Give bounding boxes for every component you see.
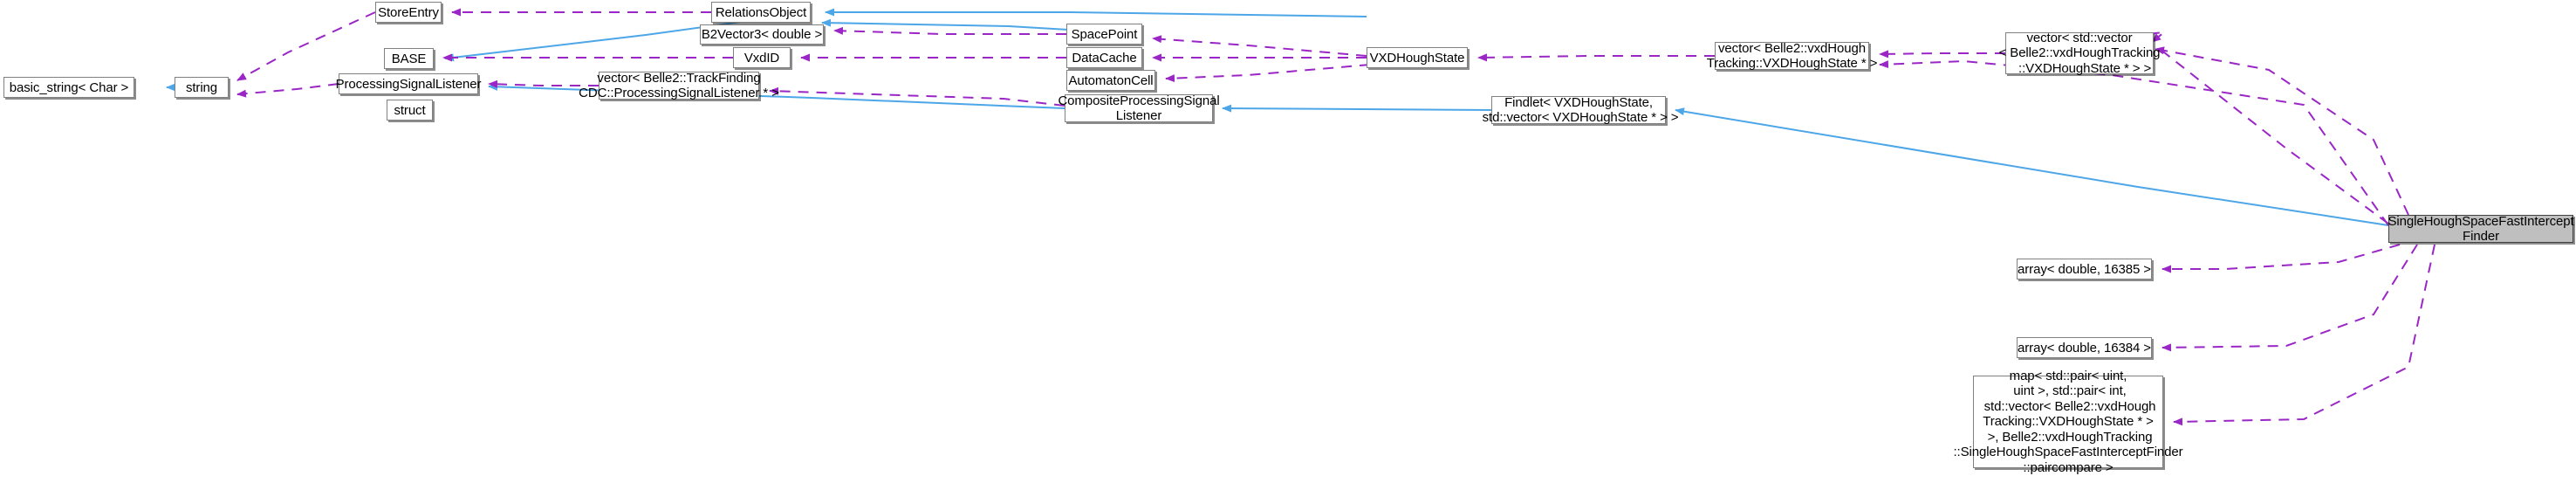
node-label: SpacePoint: [1071, 26, 1138, 42]
graph-node-cpsl[interactable]: CompositeProcessingSignal Listener: [1058, 93, 1219, 124]
graph-node-target[interactable]: SingleHoughSpaceFastIntercept Finder: [2388, 214, 2573, 245]
graph-node-vec_psl[interactable]: vector< Belle2::TrackFinding CDC::Proces…: [579, 71, 779, 101]
node-label: AutomatonCell: [1068, 72, 1154, 88]
graph-node-base[interactable]: BASE: [384, 48, 434, 69]
node-label: SingleHoughSpaceFastIntercept Finder: [2388, 213, 2574, 245]
graph-node-array16385[interactable]: array< double, 16385 >: [2017, 259, 2152, 279]
graph-node-relationsobject[interactable]: RelationsObject: [711, 2, 811, 23]
graph-node-vxdid[interactable]: VxdID: [733, 47, 791, 68]
node-label: vector< std::vector < Belle2::vxdHoughTr…: [1998, 30, 2161, 76]
node-label: VXDHoughState: [1369, 50, 1465, 66]
graph-node-b2vector3[interactable]: B2Vector3< double >: [700, 24, 824, 45]
graph-node-vec_vxdhs[interactable]: vector< Belle2::vxdHough Tracking::VXDHo…: [1707, 41, 1878, 72]
graph-node-string[interactable]: string: [175, 77, 229, 98]
graph-node-findlet[interactable]: Findlet< VXDHoughState, std::vector< VXD…: [1483, 95, 1679, 126]
node-label: Findlet< VXDHoughState, std::vector< VXD…: [1482, 94, 1679, 126]
graph-node-pairmap[interactable]: map< std::pair< uint, uint >, std::pair<…: [1953, 369, 2182, 475]
graph-node-automatoncell[interactable]: AutomatonCell: [1066, 70, 1155, 91]
node-label: VxdID: [743, 50, 780, 66]
node-label: basic_string< Char >: [9, 79, 129, 95]
graph-node-vec_vec_vxdhs[interactable]: vector< std::vector < Belle2::vxdHoughTr…: [1999, 31, 2161, 76]
graph-node-storeentry[interactable]: StoreEntry: [375, 2, 442, 23]
node-label: vector< Belle2::TrackFinding CDC::Proces…: [579, 70, 779, 101]
node-label: BASE: [391, 51, 427, 66]
node-label: struct: [394, 102, 426, 118]
graph-node-datacache[interactable]: DataCache: [1066, 47, 1142, 68]
graph-node-vxdhoughstate[interactable]: VXDHoughState: [1367, 47, 1468, 68]
node-label: vector< Belle2::vxdHough Tracking::VXDHo…: [1706, 40, 1878, 72]
node-label: DataCache: [1072, 50, 1137, 66]
node-label: array< double, 16385 >: [2018, 261, 2151, 277]
graph-node-basic_string[interactable]: basic_string< Char >: [3, 77, 134, 98]
graph-node-array16384[interactable]: array< double, 16384 >: [2017, 337, 2152, 358]
node-label: RelationsObject: [715, 4, 807, 20]
node-label: map< std::pair< uint, uint >, std::pair<…: [1953, 368, 2183, 475]
node-label: array< double, 16384 >: [2018, 340, 2151, 355]
node-label: ProcessingSignalListener: [335, 76, 482, 92]
graph-node-struct[interactable]: struct: [387, 100, 433, 121]
node-label: StoreEntry: [378, 4, 439, 20]
node-label: string: [185, 79, 218, 95]
node-label: CompositeProcessingSignal Listener: [1058, 93, 1220, 124]
graph-node-spacepoint[interactable]: SpacePoint: [1066, 24, 1142, 45]
node-label: B2Vector3< double >: [701, 27, 823, 42]
graph-node-psl[interactable]: ProcessingSignalListener: [336, 73, 482, 94]
